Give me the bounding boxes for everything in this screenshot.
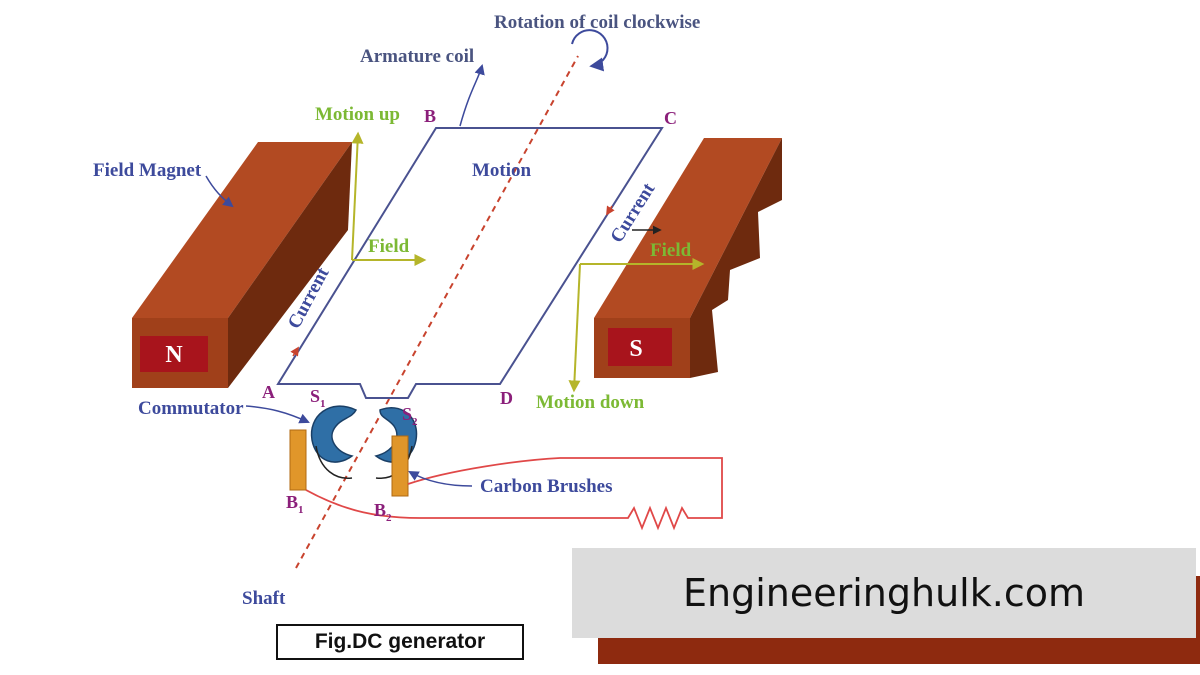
- field-left-label: Field: [368, 236, 410, 257]
- s1-label: S1: [310, 386, 326, 410]
- carbon-brush-b1: [289, 429, 307, 491]
- armature-coil-pointer-icon: [459, 63, 485, 127]
- carbon-brushes-label: Carbon Brushes: [480, 476, 613, 497]
- commutator-segment-s1: [310, 405, 358, 463]
- motion-down-label: Motion down: [536, 392, 645, 413]
- commutator-pointer-icon: [245, 405, 310, 424]
- armature-coil: [276, 127, 664, 399]
- field-magnet-pointer-icon: [205, 175, 234, 208]
- carbon-brush-b2: [391, 435, 409, 497]
- field-magnet-label: Field Magnet: [93, 160, 202, 181]
- site-watermark: Engineeringhulk.com: [572, 548, 1196, 638]
- south-pole-label-bg: [608, 328, 672, 366]
- south-magnet: S: [594, 138, 782, 378]
- motion-up-arrow-icon: [351, 131, 364, 261]
- carbon-brushes-pointer-icon: [408, 470, 473, 487]
- s2-label: S2: [402, 404, 418, 428]
- north-pole-label-bg: [140, 336, 208, 372]
- corner-b-label: B: [424, 106, 436, 126]
- b1-label: B1: [286, 492, 304, 516]
- motion-up-label: Motion up: [315, 104, 400, 125]
- south-pole-label: S: [629, 336, 642, 362]
- current-left-arrow-icon: [290, 346, 299, 357]
- shaft-line: [295, 55, 579, 569]
- corner-d-label: D: [500, 388, 513, 408]
- north-pole-label: N: [165, 342, 183, 368]
- shaft-label: Shaft: [242, 588, 286, 609]
- external-circuit-with-resistor: [305, 457, 723, 531]
- rotation-arrow-icon: [571, 29, 609, 72]
- north-magnet: N: [132, 142, 352, 388]
- armature-coil-label: Armature coil: [360, 46, 474, 67]
- commutator-label: Commutator: [138, 398, 244, 419]
- figure-caption: Fig.DC generator: [276, 624, 524, 660]
- commutator-rim-left: [315, 445, 353, 479]
- b2-label: B2: [374, 500, 392, 524]
- rotation-label: Rotation of coil clockwise: [494, 12, 700, 33]
- motion-label: Motion: [472, 160, 532, 181]
- current-right-arrow-icon: [606, 205, 615, 216]
- corner-a-label: A: [262, 382, 275, 402]
- motion-down-arrow-icon: [568, 263, 581, 393]
- field-right-label: Field: [650, 240, 692, 261]
- corner-c-label: C: [664, 108, 677, 128]
